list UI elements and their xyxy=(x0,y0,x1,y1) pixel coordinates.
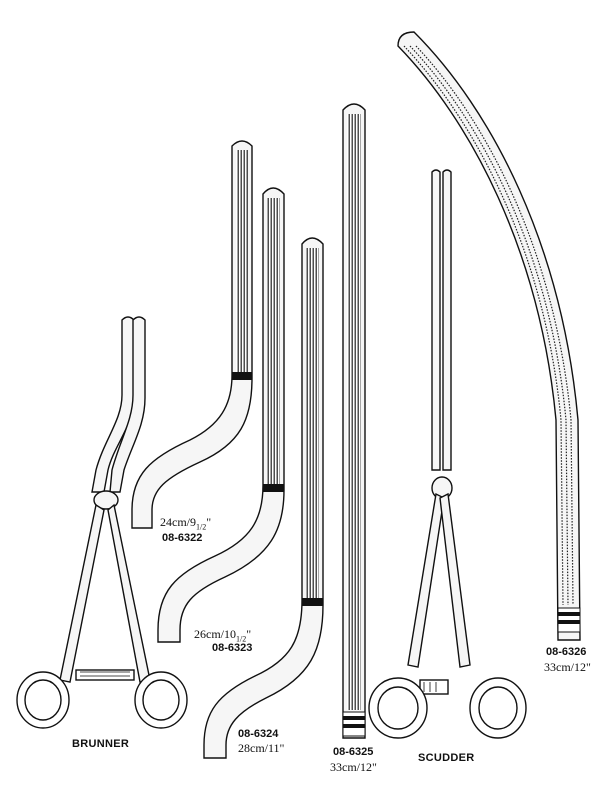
code-label-08-6322: 08-6322 xyxy=(162,532,203,544)
size-label-08-6322: 24cm/91/2" xyxy=(160,516,211,533)
brunner-label: BRUNNER xyxy=(72,738,130,750)
size-label-08-6324: 28cm/11" xyxy=(238,741,285,755)
blade-08-6322 xyxy=(131,140,253,529)
brunner-clamp xyxy=(16,316,188,729)
size-unit: " xyxy=(246,627,252,641)
scudder-label: SCUDDER xyxy=(418,752,475,764)
blade-08-6323 xyxy=(157,187,285,643)
size-unit: " xyxy=(206,515,212,529)
code-label-08-6325: 08-6325 xyxy=(333,746,374,758)
scudder-clamp xyxy=(368,169,527,739)
size-fraction: 1/2 xyxy=(196,522,207,532)
code-label-08-6323: 08-6323 xyxy=(212,642,253,654)
blade-08-6325 xyxy=(342,103,366,739)
size-main: 26cm/10 xyxy=(194,627,236,641)
size-label-08-6325: 33cm/12" xyxy=(330,760,377,774)
size-fraction: 1/2 xyxy=(236,634,247,644)
size-label-08-6326: 33cm/12" xyxy=(544,660,591,674)
blade-08-6324 xyxy=(203,237,324,759)
code-label-08-6324: 08-6324 xyxy=(238,728,279,740)
size-main: 24cm/9 xyxy=(160,515,196,529)
size-label-08-6323: 26cm/101/2" xyxy=(194,628,251,645)
blade-08-6326 xyxy=(397,31,581,641)
code-label-08-6326: 08-6326 xyxy=(546,646,587,658)
